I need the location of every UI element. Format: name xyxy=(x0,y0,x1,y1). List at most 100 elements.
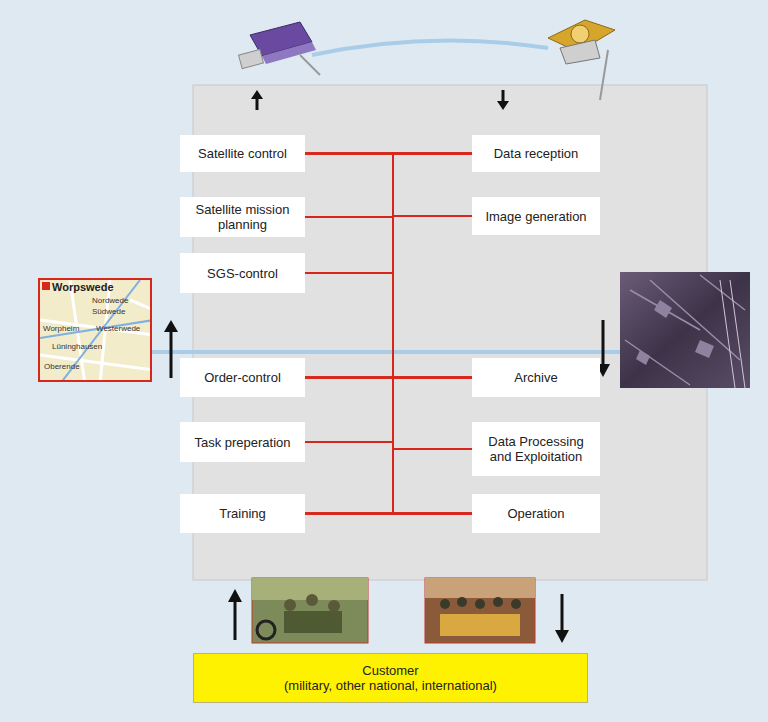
box-label: Satellite mission planning xyxy=(185,202,300,232)
map-label: Worpheim xyxy=(43,324,79,333)
satellite-right xyxy=(548,20,615,100)
bus-line xyxy=(305,154,472,514)
bus-line xyxy=(305,154,472,443)
field-photo xyxy=(284,611,342,633)
briefing-photo xyxy=(511,599,521,609)
map-label: Worpswede xyxy=(52,281,114,293)
bus-line xyxy=(305,154,472,217)
satellite-right xyxy=(560,40,600,64)
radar-image xyxy=(620,272,750,388)
map-label: Oberende xyxy=(44,362,80,371)
flow-arrow xyxy=(251,90,263,99)
map-image: WorpswedeNordwedeSüdwedeWorpheim Westerwe… xyxy=(38,278,152,382)
radar-image xyxy=(720,280,745,388)
bus-line xyxy=(305,273,472,449)
map-label: Südwede xyxy=(92,307,125,316)
field-photo xyxy=(328,600,340,612)
satellite-left xyxy=(300,55,320,75)
data-flow-line xyxy=(152,350,620,354)
flow-arrow xyxy=(555,630,569,643)
map-roads xyxy=(40,280,152,382)
bus-line xyxy=(305,154,472,450)
bus-line xyxy=(305,154,472,378)
map-roads xyxy=(40,280,152,382)
map-roads xyxy=(42,282,50,290)
bus-line xyxy=(305,378,472,514)
box-label: Satellite control xyxy=(198,146,287,161)
flow-arrow xyxy=(228,589,242,602)
flow-arrow xyxy=(164,320,178,332)
bus-line xyxy=(305,378,472,443)
bus-line xyxy=(305,442,472,514)
process-box: Satellite mission planning xyxy=(180,197,305,237)
flow-arrow xyxy=(170,330,173,378)
process-box: Image generation xyxy=(472,197,600,235)
satellite-right xyxy=(571,25,589,43)
bus-line xyxy=(305,154,472,274)
briefing-photo xyxy=(457,597,467,607)
bus-line xyxy=(305,273,472,378)
map-label: Lüninghausen xyxy=(52,342,102,351)
bus-line xyxy=(305,449,472,514)
bus-line xyxy=(305,216,472,273)
process-box: SGS-control xyxy=(180,253,305,293)
box-label: Data Processing and Exploitation xyxy=(477,434,595,464)
process-box: Order-control xyxy=(180,358,305,397)
bus-line xyxy=(305,273,472,514)
satellite-left xyxy=(262,42,316,64)
field-photo xyxy=(284,599,296,611)
briefing-photo xyxy=(440,599,450,609)
bus-line xyxy=(305,154,472,218)
box-label: Task preperation xyxy=(194,435,290,450)
bus-line xyxy=(305,378,472,514)
process-box: Operation xyxy=(472,494,600,533)
radar-image xyxy=(636,300,714,365)
satellite-left xyxy=(239,22,320,75)
box-label: Order-control xyxy=(204,370,281,385)
satellite-left xyxy=(239,49,264,68)
field-photo xyxy=(257,621,275,639)
flow-arrow xyxy=(602,320,605,366)
bus-line xyxy=(305,217,472,378)
satellite-right xyxy=(600,50,608,100)
box-label: Data reception xyxy=(494,146,579,161)
flow-arrow xyxy=(497,101,509,110)
box-label: SGS-control xyxy=(207,266,278,281)
briefing-photo xyxy=(493,597,503,607)
flow-arrow xyxy=(502,90,505,102)
box-label: Training xyxy=(219,506,265,521)
process-box: Data reception xyxy=(472,135,600,172)
process-box: Data Processing and Exploitation xyxy=(472,422,600,476)
briefing-photo xyxy=(425,578,535,643)
box-label: (military, other national, international… xyxy=(284,678,497,693)
briefing-photo xyxy=(425,578,535,598)
flow-arrow xyxy=(256,98,259,110)
box-label: Image generation xyxy=(485,209,586,224)
map-label: Nordwede xyxy=(92,296,128,305)
process-box: Archive xyxy=(472,358,600,397)
box-label: Archive xyxy=(514,370,557,385)
briefing-photo xyxy=(425,578,535,643)
map-label: Westerwede xyxy=(96,324,140,333)
process-box: Task preperation xyxy=(180,422,305,462)
process-box: Satellite control xyxy=(180,135,305,172)
box-label: Customer xyxy=(362,663,418,678)
flow-arrow xyxy=(561,594,564,632)
field-photo xyxy=(306,594,318,606)
bus-line xyxy=(305,216,472,378)
bus-line xyxy=(305,442,472,449)
flow-arrow xyxy=(234,600,237,640)
bus-line xyxy=(305,513,472,515)
satellite-link xyxy=(312,40,548,55)
customer-box: Customer(military, other national, inter… xyxy=(193,653,588,703)
bus-line xyxy=(305,216,472,514)
bus-line xyxy=(305,216,472,442)
process-box: Training xyxy=(180,494,305,533)
bus-line xyxy=(305,154,472,514)
briefing-photo xyxy=(440,614,520,636)
bus-line xyxy=(305,217,472,514)
bus-line xyxy=(305,154,472,378)
box-label: Operation xyxy=(507,506,564,521)
briefing-photo xyxy=(475,599,485,609)
